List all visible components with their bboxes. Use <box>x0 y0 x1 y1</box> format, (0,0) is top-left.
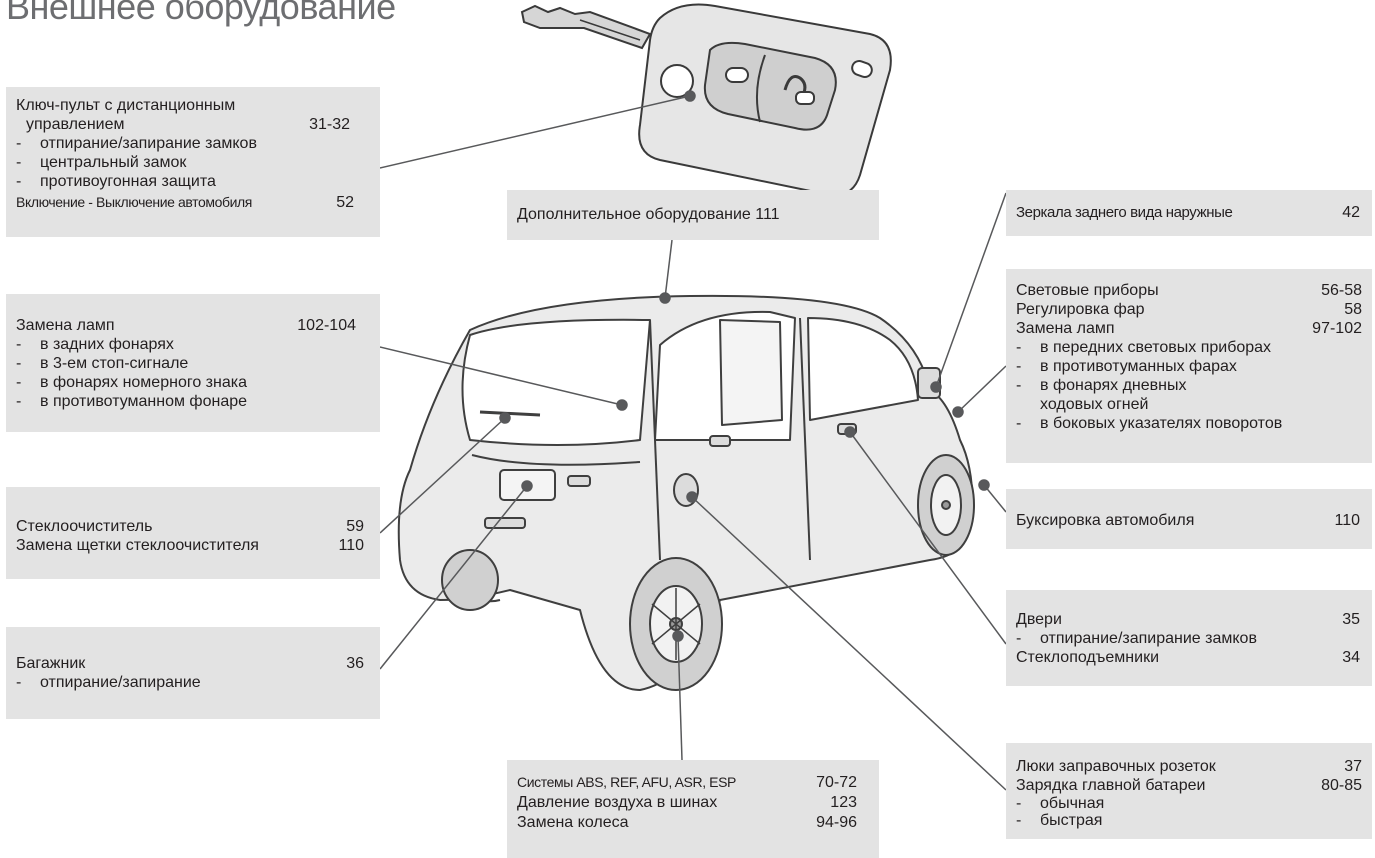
tire-pressure-label: Давление воздуха в шинах <box>517 794 718 811</box>
tire-pressure-pages: 123 <box>830 794 857 811</box>
windows-pages: 34 <box>1342 649 1360 666</box>
trunk-label: Багажник <box>16 655 86 672</box>
trunk-pages: 36 <box>346 655 364 672</box>
rear-lamps-item: в задних фонарях <box>40 336 174 353</box>
key-fob-item: противоугонная защита <box>40 173 216 190</box>
front-lamps-item: в фонарях дневных <box>1040 377 1187 394</box>
wheel-change-label: Замена колеса <box>517 814 629 831</box>
charging-callout: Люки заправочных розеток 37 Зарядка глав… <box>1006 743 1372 839</box>
trunk-callout: Багажник 36 -отпирание/запирание <box>6 627 380 719</box>
ignition-label: Включение - Выключение автомобиля <box>16 194 252 210</box>
charge-mode-item: обычная <box>1040 795 1105 812</box>
front-lamps-item-cont: ходовых огней <box>1040 396 1149 413</box>
battery-charge-pages: 80-85 <box>1321 777 1362 794</box>
doors-callout: Двери 35 -отпирание/запирание замков Сте… <box>1006 590 1372 686</box>
towing-label: Буксировка автомобиля <box>1016 512 1195 529</box>
lighting-callout: Световые приборы 56-58 Регулировка фар 5… <box>1006 269 1372 463</box>
page-title: Внешнее оборудование <box>6 0 396 27</box>
front-lamps-item: в передних световых приборах <box>1040 339 1272 356</box>
doors-label: Двери <box>1016 611 1062 628</box>
front-lamps-label: Замена ламп <box>1016 320 1115 337</box>
mirrors-pages: 42 <box>1342 204 1360 221</box>
rear-lamps-item: в фонарях номерного знака <box>40 374 247 391</box>
doors-pages: 35 <box>1342 611 1360 628</box>
front-lamps-pages: 97-102 <box>1312 320 1362 337</box>
rear-lamps-label: Замена ламп <box>16 317 115 334</box>
leader-lines <box>379 90 1007 791</box>
extra-equipment-pages: 111 <box>755 206 780 223</box>
mirrors-label: Зеркала заднего вида наружные <box>1016 204 1233 221</box>
key-fob-pages: 31-32 <box>309 116 350 133</box>
rear-lamps-pages: 102-104 <box>297 317 356 334</box>
doors-item: отпирание/запирание замков <box>1040 630 1257 647</box>
front-lamps-item: в боковых указателях поворотов <box>1040 415 1283 432</box>
wiper-blade-label: Замена щетки стеклоочистителя <box>16 537 259 554</box>
wiper-blade-pages: 110 <box>338 537 364 554</box>
wheel-change-pages: 94-96 <box>816 814 857 831</box>
brake-systems-label: Системы ABS, REF, AFU, ASR, ESP <box>517 774 736 790</box>
towing-callout: Буксировка автомобиля 110 <box>1006 489 1372 549</box>
wiper-label: Стеклоочиститель <box>16 518 153 535</box>
extra-equipment-callout: Дополнительное оборудование 111 <box>507 190 879 240</box>
charge-ports-pages: 37 <box>1344 758 1362 775</box>
brakes-tires-callout: Системы ABS, REF, AFU, ASR, ESP 70-72 Да… <box>507 760 879 858</box>
headlamp-adjust-label: Регулировка фар <box>1016 301 1145 318</box>
windows-label: Стеклоподъемники <box>1016 649 1159 666</box>
rear-lamps-callout: Замена ламп 102-104 -в задних фонарях -в… <box>6 294 380 432</box>
charge-mode-item: быстрая <box>1040 812 1103 829</box>
wiper-pages: 59 <box>346 518 364 535</box>
wiper-callout: Стеклоочиститель 59 Замена щетки стеклоо… <box>6 487 380 579</box>
key-fob-illustration <box>520 3 892 197</box>
rear-lamps-item: в противотуманном фонаре <box>40 393 248 410</box>
rear-lamps-item: в 3-ем стоп-сигнале <box>40 355 189 372</box>
charge-ports-label: Люки заправочных розеток <box>1016 758 1216 775</box>
lighting-pages: 56-58 <box>1321 282 1362 299</box>
trunk-item: отпирание/запирание <box>40 674 201 691</box>
headlamp-adjust-pages: 58 <box>1344 301 1362 318</box>
key-fob-item: отпирание/запирание замков <box>40 135 257 152</box>
car-rear-illustration <box>397 294 975 691</box>
battery-charge-label: Зарядка главной батареи <box>1016 777 1206 794</box>
brake-systems-pages: 70-72 <box>816 774 857 791</box>
ignition-pages: 52 <box>336 194 354 211</box>
mirrors-callout: Зеркала заднего вида наружные 42 <box>1006 190 1372 236</box>
front-lamps-item: в противотуманных фарах <box>1040 358 1237 375</box>
towing-pages: 110 <box>1334 512 1360 529</box>
key-fob-line2: управлением <box>26 116 125 133</box>
lighting-label: Световые приборы <box>1016 282 1159 299</box>
extra-equipment-label: Дополнительное оборудование <box>517 206 751 223</box>
key-fob-callout: Ключ-пульт с дистанционным управлением 3… <box>6 87 380 237</box>
key-fob-line1: Ключ-пульт с дистанционным <box>16 97 236 114</box>
key-fob-item: центральный замок <box>40 154 187 171</box>
